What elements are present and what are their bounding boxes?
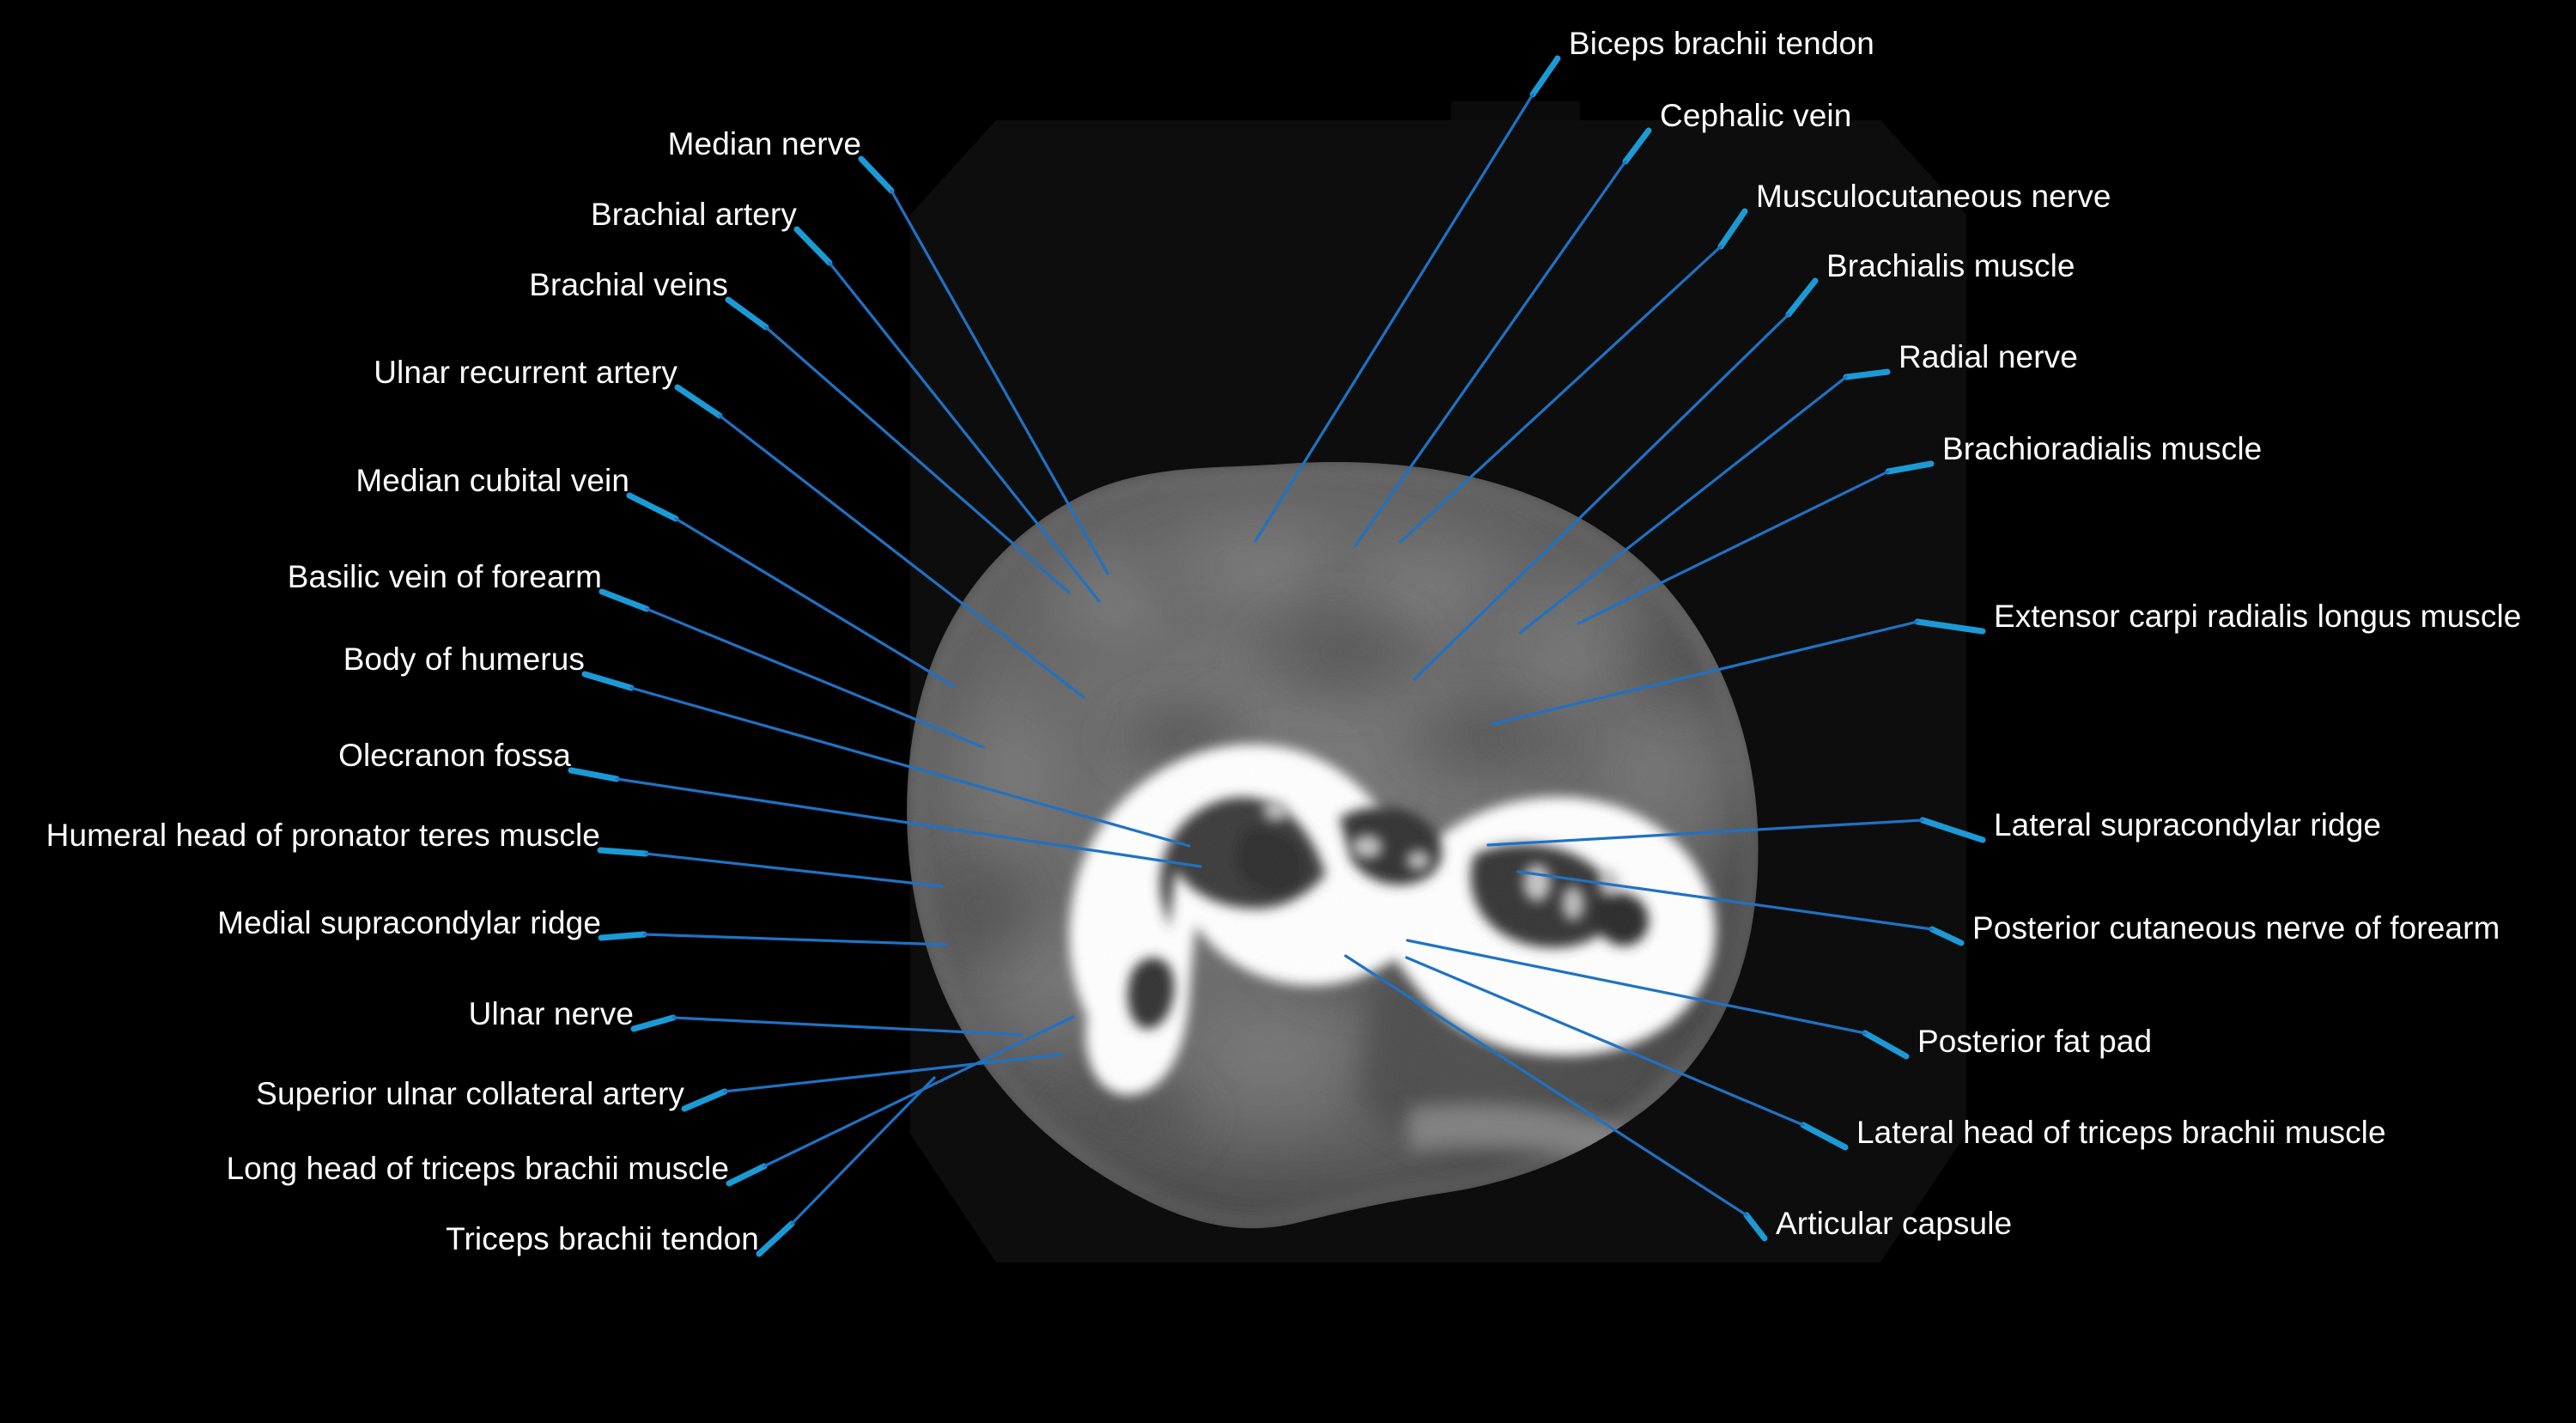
label-brachioradialis-muscle: Brachioradialis muscle	[1942, 431, 2263, 466]
label-medial-supracondylar-ridge: Medial supracondylar ridge	[217, 905, 601, 940]
label-body-of-humerus: Body of humerus	[343, 642, 585, 677]
label-basilic-vein-of-forearm: Basilic vein of forearm	[287, 559, 602, 594]
label-triceps-brachii-tendon: Triceps brachii tendon	[446, 1221, 759, 1256]
label-posterior-cutaneous-nerve-of-forearm: Posterior cutaneous nerve of forearm	[1972, 910, 2500, 946]
label-cephalic-vein: Cephalic vein	[1660, 98, 1852, 133]
label-lateral-supracondylar-ridge: Lateral supracondylar ridge	[1994, 807, 2382, 842]
label-brachial-artery: Brachial artery	[590, 197, 797, 232]
label-superior-ulnar-collateral-artery: Superior ulnar collateral artery	[256, 1076, 684, 1111]
label-extensor-carpi-radialis-longus-muscle: Extensor carpi radialis longus muscle	[1994, 599, 2522, 634]
label-brachialis-muscle: Brachialis muscle	[1826, 248, 2075, 283]
label-ulnar-nerve: Ulnar nerve	[468, 996, 634, 1031]
label-posterior-fat-pad: Posterior fat pad	[1917, 1024, 2153, 1059]
label-articular-capsule: Articular capsule	[1776, 1206, 2013, 1241]
label-musculocutaneous-nerve: Musculocutaneous nerve	[1756, 179, 2111, 214]
label-lateral-head-of-triceps-brachii-muscle: Lateral head of triceps brachii muscle	[1856, 1115, 2386, 1150]
label-median-nerve: Median nerve	[667, 126, 861, 161]
label-long-head-of-triceps-brachii-muscle: Long head of triceps brachii muscle	[226, 1151, 729, 1186]
label-median-cubital-vein: Median cubital vein	[355, 463, 629, 498]
label-biceps-brachii-tendon: Biceps brachii tendon	[1569, 26, 1874, 61]
label-humeral-head-of-pronator-teres-muscle: Humeral head of pronator teres muscle	[46, 818, 600, 853]
label-brachial-veins: Brachial veins	[529, 267, 728, 302]
label-ulnar-recurrent-artery: Ulnar recurrent artery	[374, 355, 677, 390]
label-olecranon-fossa: Olecranon fossa	[338, 738, 571, 773]
label-radial-nerve: Radial nerve	[1899, 339, 2078, 374]
